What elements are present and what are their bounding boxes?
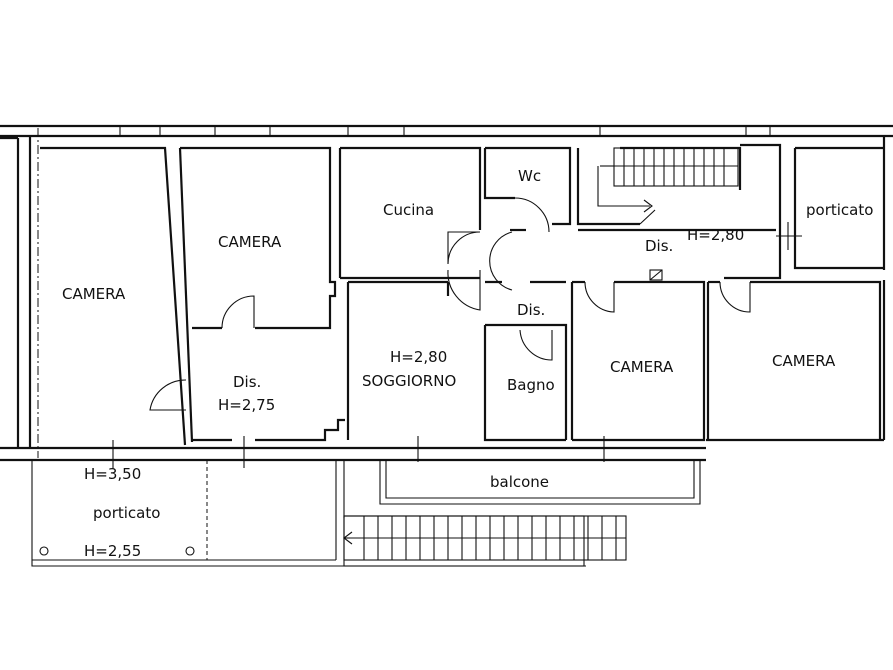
interior-walls	[40, 143, 884, 446]
label-soggiorno: SOGGIORNO	[362, 372, 456, 390]
label-dis-center: Dis.	[517, 301, 545, 319]
label-camera-right: CAMERA	[772, 352, 836, 370]
label-height-left: H=2,75	[218, 396, 275, 414]
balcony	[379, 460, 701, 505]
window-marks	[112, 222, 802, 468]
label-porticato-right: porticato	[806, 201, 873, 219]
label-wc: Wc	[518, 167, 541, 185]
external-stairs	[343, 515, 627, 567]
outer-walls	[0, 124, 893, 462]
label-balcone: balcone	[490, 473, 549, 491]
label-dis-left: Dis.	[233, 373, 261, 391]
label-camera-left: CAMERA	[62, 285, 126, 303]
door-swings	[149, 197, 751, 411]
room-labels: CAMERA CAMERA Cucina Wc Dis. H=2,80 port…	[62, 167, 873, 560]
label-porticato-bottom: porticato	[93, 504, 160, 522]
label-height-living: H=2,80	[390, 348, 447, 366]
label-camera-upper: CAMERA	[218, 233, 282, 251]
label-cucina: Cucina	[383, 201, 434, 219]
label-height-porch-bottom: H=2,55	[84, 542, 141, 560]
label-bagno: Bagno	[507, 376, 555, 394]
label-height-porch-top: H=3,50	[84, 465, 141, 483]
label-height-stairs: H=2,80	[687, 226, 744, 244]
label-dis-stairs: Dis.	[645, 237, 673, 255]
label-camera-mid: CAMERA	[610, 358, 674, 376]
top-windows	[119, 126, 771, 136]
internal-staircase	[597, 147, 739, 281]
